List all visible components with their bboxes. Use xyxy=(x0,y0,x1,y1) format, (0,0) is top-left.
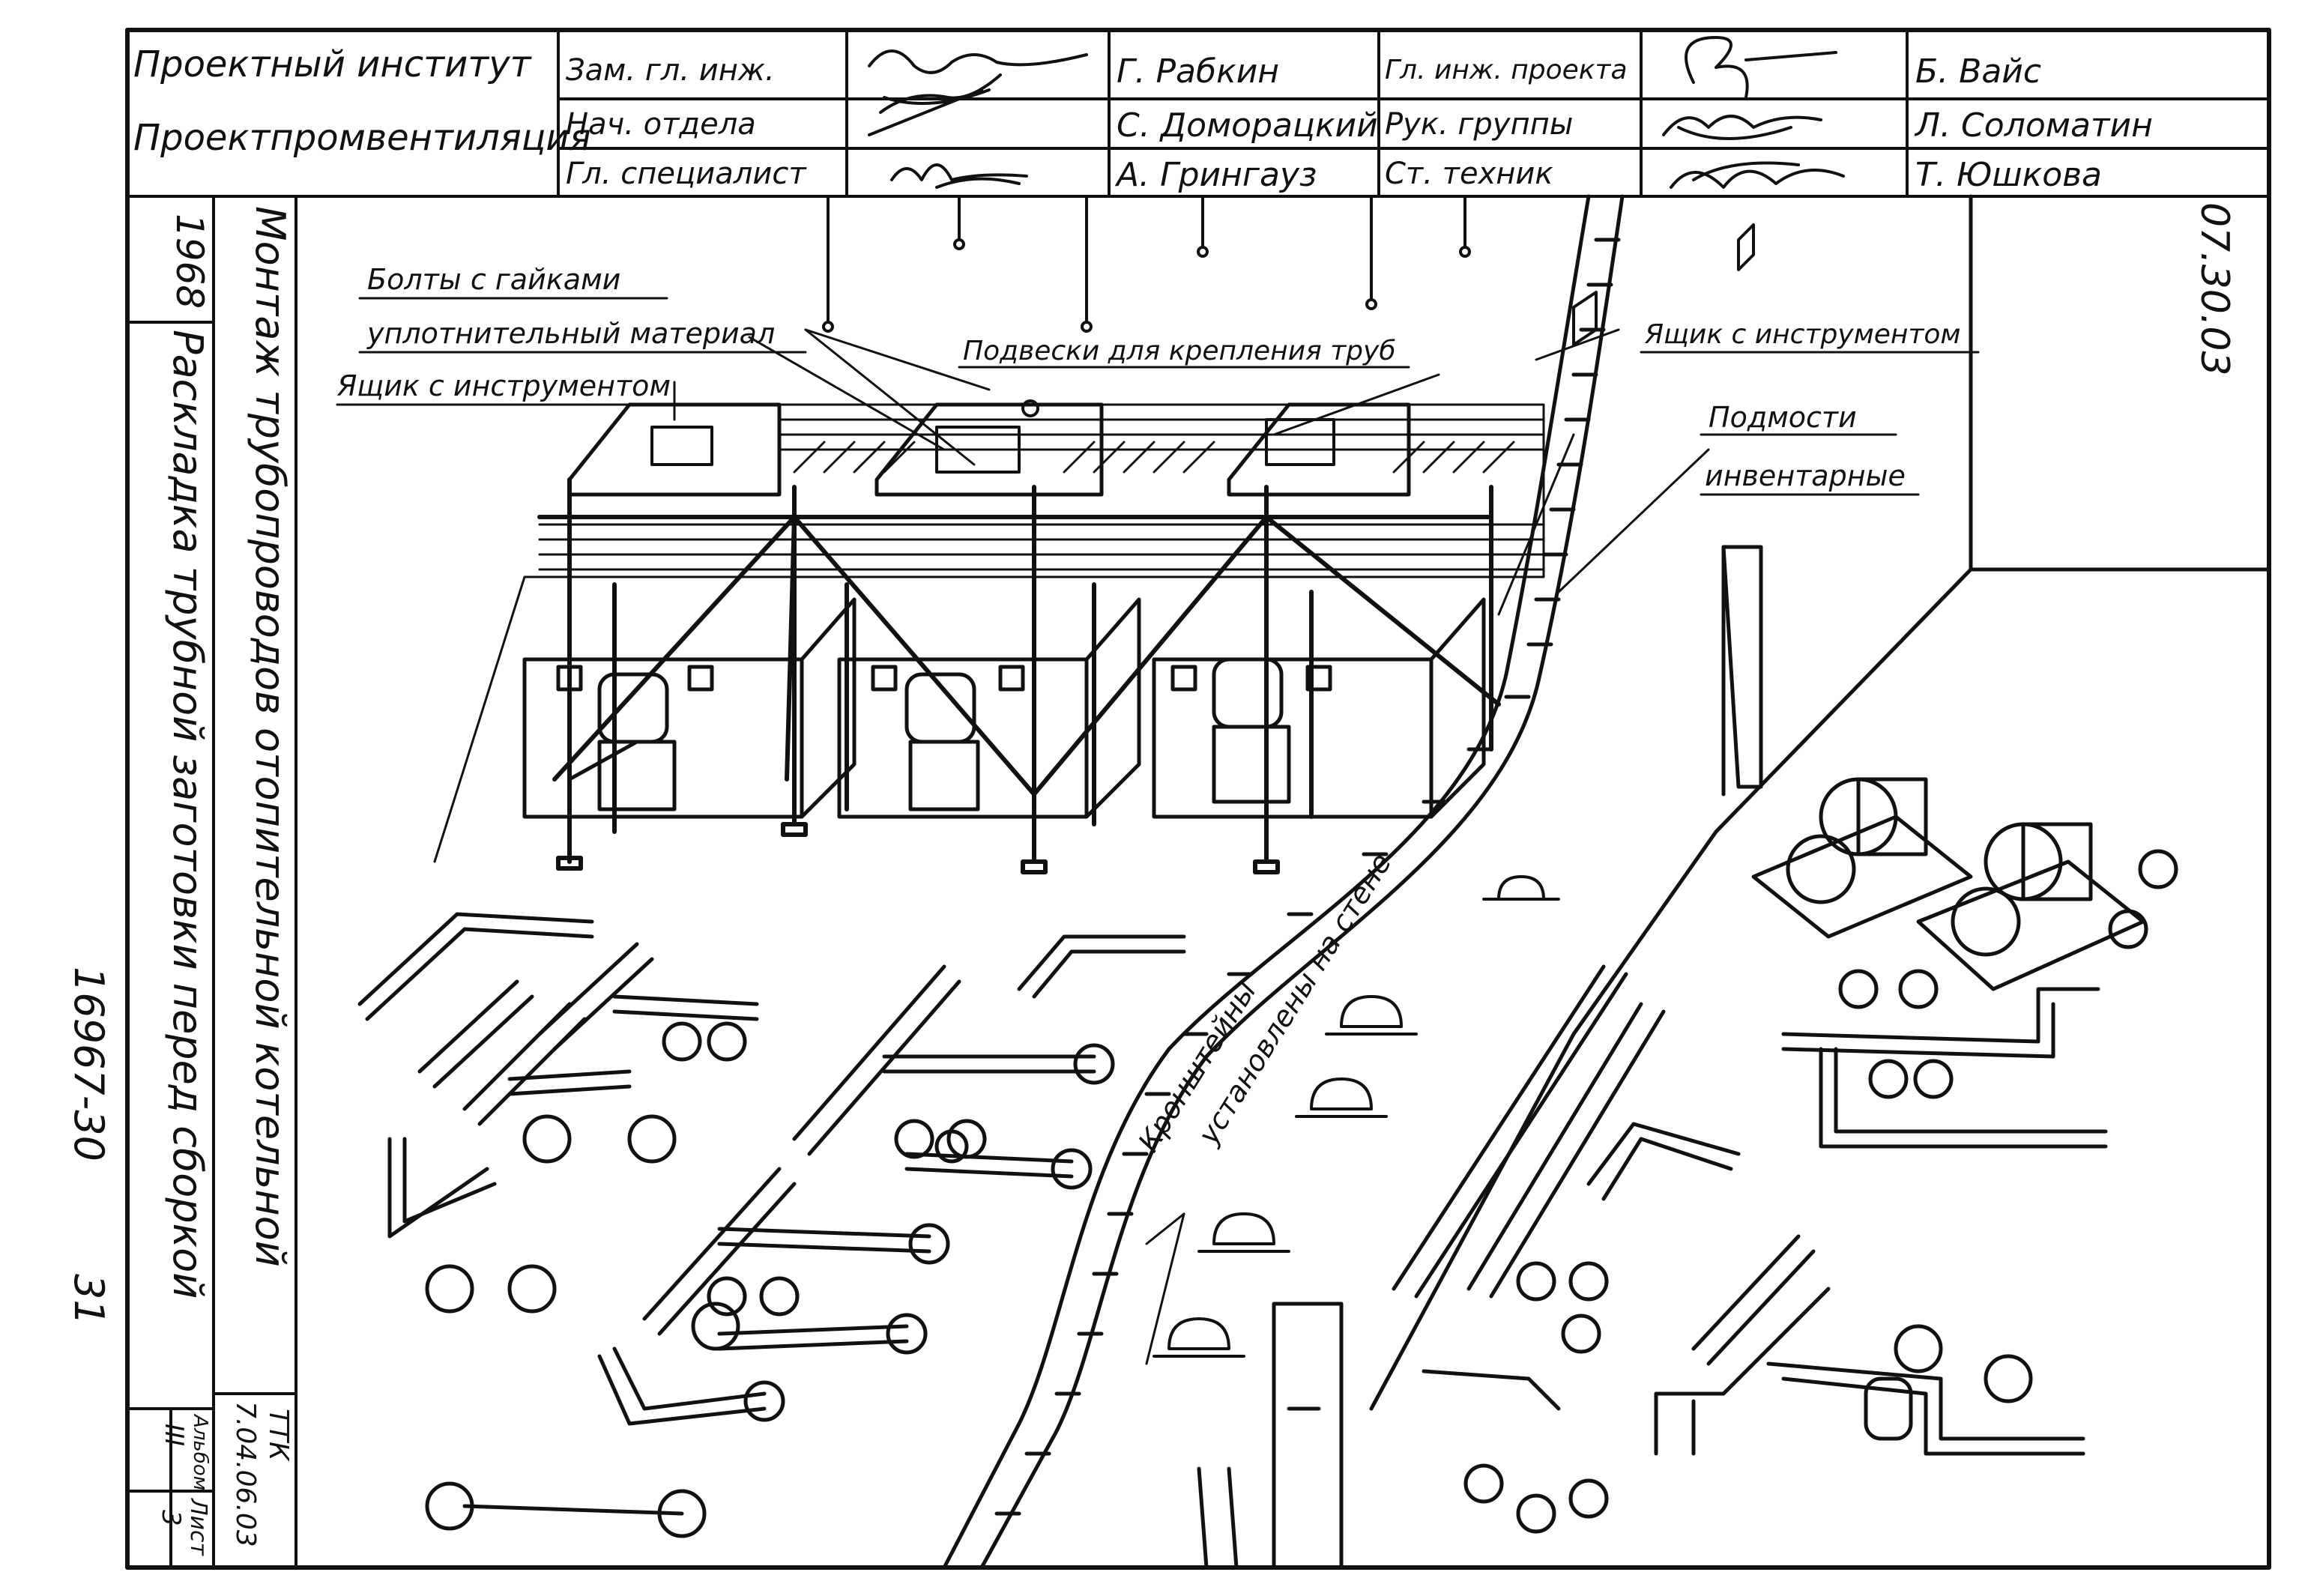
boiler-3 xyxy=(1152,402,1486,819)
callout-underlines xyxy=(336,297,1980,496)
archive-page: 31 xyxy=(65,1274,112,1326)
pipe-spools-center xyxy=(642,934,1186,1355)
archive-number: 16967-30 xyxy=(65,967,112,1161)
wall-brackets xyxy=(1152,875,1560,1358)
name-vais: Б. Вайс xyxy=(1915,52,2042,91)
callout-scaffold-2: инвентарные xyxy=(1705,459,1906,492)
callout-hangers: Подвески для крепления труб xyxy=(963,336,1396,366)
name-domoratsky: С. Доморацкий xyxy=(1117,106,1378,145)
name-gringauz: А. Грингауз xyxy=(1117,156,1317,194)
callout-bolts: Болты с гайками xyxy=(367,263,620,296)
side-drawing-title: Раскладка трубной заготовки перед сборко… xyxy=(164,330,211,1299)
pipe-hangers xyxy=(822,195,1471,333)
role-department-head: Нач. отдела xyxy=(566,107,756,142)
title-block-grid xyxy=(126,28,2271,198)
callout-scaffold-1: Подмости xyxy=(1709,401,1857,434)
callout-toolbox-right: Ящик с инструментом xyxy=(1644,319,1961,350)
role-deputy-chief-engineer: Зам. гл. инж. xyxy=(566,53,775,88)
name-solomatin: Л. Соломатин xyxy=(1915,106,2153,145)
side-sheet-label: Лист xyxy=(185,1499,211,1556)
role-group-leader: Рук. группы xyxy=(1385,107,1574,142)
side-album-value: III xyxy=(159,1424,189,1447)
side-year: 1968 xyxy=(168,214,211,309)
scaffold xyxy=(537,477,1501,874)
name-yushkova: Т. Юшкова xyxy=(1915,156,2103,194)
pumps xyxy=(1751,777,2145,991)
signatures xyxy=(868,36,1845,189)
leader-lines xyxy=(673,328,1710,1365)
name-rabkin: Г. Рабкин xyxy=(1117,52,1280,91)
role-senior-technician: Ст. техник xyxy=(1385,157,1553,191)
side-sheet-value: 3 xyxy=(156,1510,186,1526)
valves xyxy=(662,849,2178,1534)
callout-sealing: уплотнительный материал xyxy=(366,317,775,350)
pipe-spools-right xyxy=(1197,964,2108,1570)
side-code-value: 7.04.06.03 xyxy=(230,1401,261,1547)
dividing-strip xyxy=(942,194,1625,1570)
side-work-title: Монтаж трубопроводов отопительной котель… xyxy=(247,206,294,1267)
side-code-label: ТТК xyxy=(263,1409,294,1461)
boilers xyxy=(522,402,1486,819)
toolboxes xyxy=(650,223,1755,474)
boiler-2 xyxy=(837,402,1141,819)
pipe-spools-left xyxy=(357,912,785,1538)
side-album-label: Альбом xyxy=(189,1415,211,1491)
role-chief-project-engineer: Гл. инж. проекта xyxy=(1385,55,1628,85)
callout-toolbox-left: Ящик с инструментом xyxy=(336,369,671,402)
institute-line-1: Проектный институт xyxy=(133,43,531,85)
side-title-frame xyxy=(126,195,297,1569)
sheet-frame xyxy=(125,28,2271,1570)
right-code: 07.30.03 xyxy=(2192,202,2237,376)
role-chief-specialist: Гл. специалист xyxy=(566,157,806,191)
wall-outline xyxy=(1369,194,2271,1411)
institute-line-2: Проектпромвентиляция xyxy=(133,117,591,159)
boiler-1 xyxy=(522,402,857,819)
